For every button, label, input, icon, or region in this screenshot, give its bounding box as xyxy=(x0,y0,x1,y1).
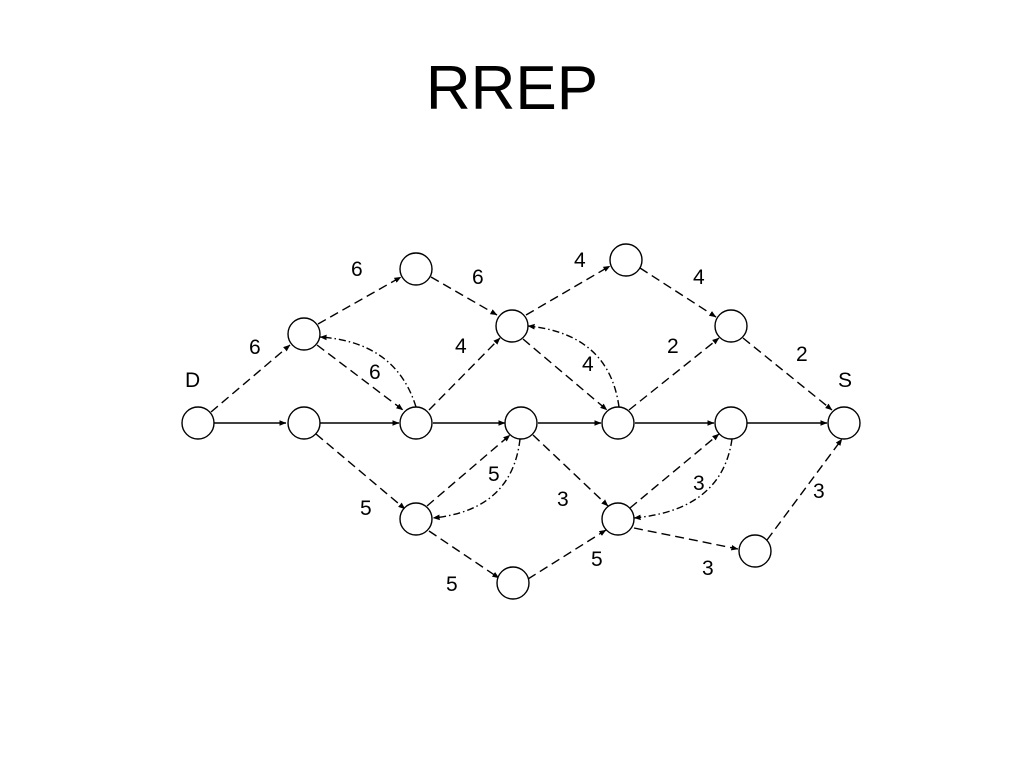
edge-b2-u3 xyxy=(428,337,501,411)
weight-label: 4 xyxy=(574,249,586,272)
edge-l1-b3 xyxy=(426,434,511,507)
weight-label: 6 xyxy=(472,266,484,289)
weight-label: 6 xyxy=(249,336,261,359)
weight-label: 3 xyxy=(813,480,825,503)
edge-u4-u5 xyxy=(639,267,717,318)
node-b3[interactable] xyxy=(504,406,538,440)
weight-label: 3 xyxy=(557,488,569,511)
edge-u1-u2 xyxy=(317,276,402,325)
weight-label: 6 xyxy=(351,258,363,281)
destination-label: D xyxy=(185,369,200,392)
node-b2[interactable] xyxy=(399,406,433,440)
slide-title: RREP xyxy=(425,54,599,123)
weight-label: 3 xyxy=(693,472,705,495)
edge-b4-u5 xyxy=(628,337,720,411)
weight-label: 3 xyxy=(702,557,714,580)
edge-l4-s xyxy=(766,438,843,541)
node-l4[interactable] xyxy=(738,534,772,568)
weight-label: 4 xyxy=(693,266,705,289)
weight-label: 5 xyxy=(446,573,458,596)
weight-label: 2 xyxy=(667,335,679,358)
node-source[interactable] xyxy=(827,406,861,440)
source-label: S xyxy=(838,369,852,392)
node-destination[interactable] xyxy=(181,406,215,440)
weight-label: 6 xyxy=(369,361,381,384)
edge-u2-u3 xyxy=(430,276,498,316)
weight-label: 5 xyxy=(591,548,603,571)
weight-label: 2 xyxy=(796,343,808,366)
edge-u5-s xyxy=(742,337,833,411)
labels: D S 6 6 6 6 4 4 4 4 2 2 5 5 5 5 3 3 3 3 xyxy=(185,249,852,596)
edge-d-u1 xyxy=(210,344,291,413)
edge-b3-l3 xyxy=(532,434,609,507)
reply-arc-b4-u3 xyxy=(527,323,620,408)
weight-label: 4 xyxy=(582,353,594,376)
edge-l2-l3 xyxy=(527,529,607,580)
edge-l1-l2 xyxy=(428,530,500,579)
edge-u3-u4 xyxy=(525,265,611,316)
edge-b1-l1 xyxy=(315,433,406,510)
node-u2[interactable] xyxy=(399,252,433,286)
reply-arc-b3-l1 xyxy=(432,438,521,521)
edge-u1-b2 xyxy=(316,344,404,411)
edge-u3-b4 xyxy=(522,338,608,411)
node-u1[interactable] xyxy=(287,317,321,351)
node-b5[interactable] xyxy=(714,406,748,440)
node-l3[interactable] xyxy=(601,502,635,536)
weight-label: 5 xyxy=(360,497,372,520)
nodes xyxy=(181,243,861,600)
reply-arc-b5-l3 xyxy=(633,438,733,521)
node-u3[interactable] xyxy=(495,309,529,343)
node-u4[interactable] xyxy=(609,243,643,277)
edge-l3-b5 xyxy=(629,433,720,509)
node-u5[interactable] xyxy=(714,309,748,343)
weight-label: 5 xyxy=(488,463,500,486)
node-b4[interactable] xyxy=(601,406,635,440)
node-l2[interactable] xyxy=(496,566,530,600)
node-b1[interactable] xyxy=(287,406,321,440)
reply-arc-b2-u1 xyxy=(319,334,417,408)
node-l1[interactable] xyxy=(399,502,433,536)
edge-l3-l4 xyxy=(633,527,739,551)
weight-label: 4 xyxy=(455,335,467,358)
edges xyxy=(210,265,843,580)
